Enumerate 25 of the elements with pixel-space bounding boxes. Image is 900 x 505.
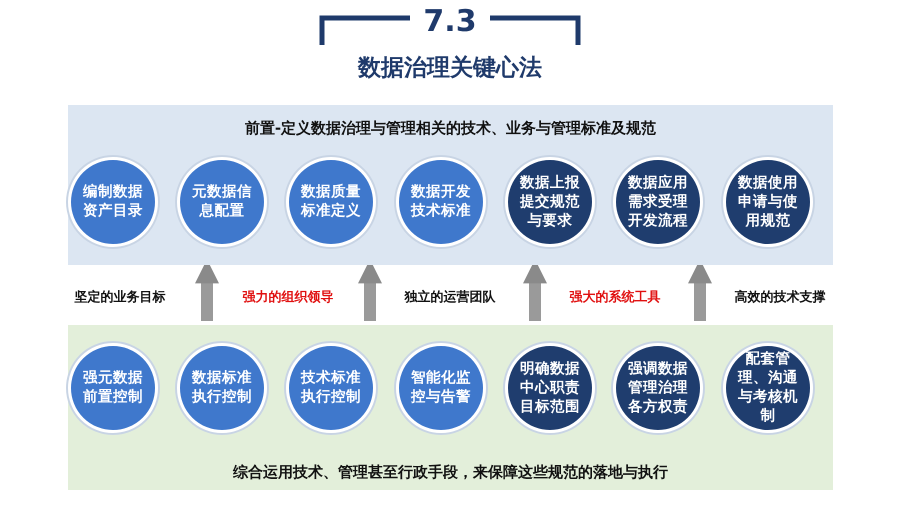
- middle-label: 独立的运营团队: [404, 288, 496, 306]
- circle-label: 智能化监控与告警: [410, 369, 472, 407]
- circle-label: 数据使用申请与使用规范: [736, 174, 799, 230]
- middle-label: 高效的技术支撑: [734, 288, 826, 306]
- panel-heading: 综合运用技术、管理甚至行政手段，来保障这些规范的落地与执行: [232, 463, 669, 482]
- circle-label: 技术标准执行控制: [300, 369, 362, 407]
- middle-label: 强力的组织领导: [242, 289, 334, 306]
- circle-label: 配套管理、沟通与考核机制: [736, 350, 799, 426]
- panel-heading: 前置-定义数据治理与管理相关的技术、业务与管理标准及规范: [244, 119, 658, 138]
- circle-label: 强元数据前置控制: [82, 369, 144, 407]
- circle-label: 元数据信息配置: [191, 183, 253, 221]
- panel-band: [68, 325, 833, 490]
- circle-label: 数据应用需求受理开发流程: [626, 174, 689, 230]
- middle-label: 坚定的业务目标: [74, 288, 166, 306]
- middle-label: 强大的系统工具: [570, 288, 660, 306]
- circle-label: 编制数据资产目录: [82, 183, 144, 221]
- section-number: 7.3: [422, 4, 478, 39]
- circle-label: 数据上报提交规范与要求: [518, 174, 581, 230]
- circle-label: 强调数据管理治理各方权责: [626, 360, 689, 416]
- panel-band: [68, 105, 833, 265]
- circle-label: 明确数据中心职责目标范围: [519, 360, 581, 416]
- title-text: 数据治理关键心法: [356, 54, 543, 83]
- circle-label: 数据开发技术标准: [410, 183, 472, 221]
- circle-label: 数据标准执行控制: [190, 369, 253, 407]
- circle-label: 数据质量标准定义: [300, 183, 362, 221]
